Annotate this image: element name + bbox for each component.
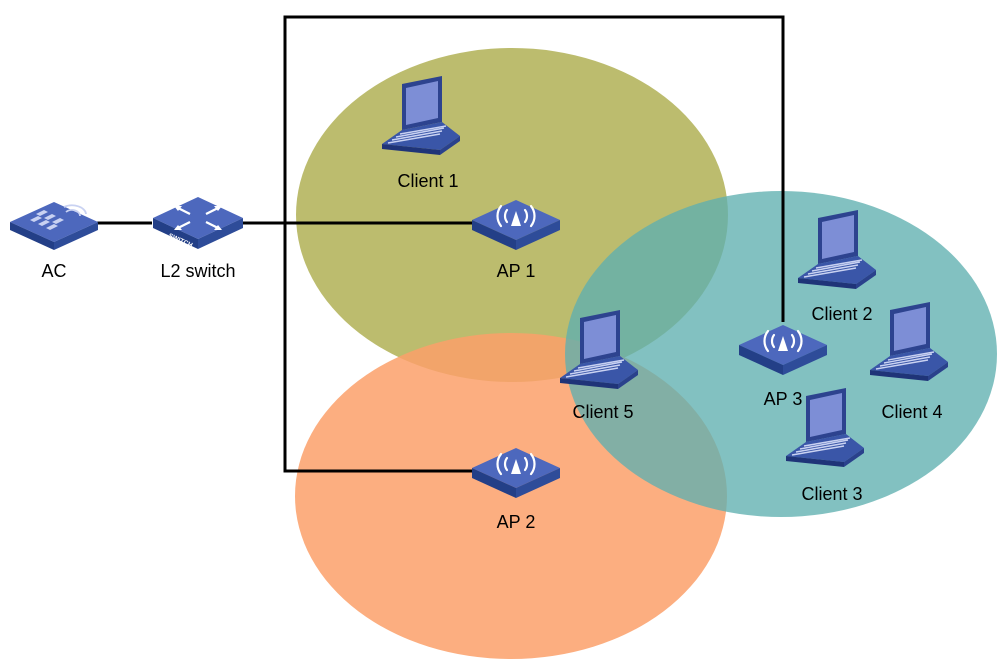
access-controller-icon[interactable] [10, 202, 98, 250]
client5-label: Client 5 [572, 402, 633, 422]
ac-label: AC [41, 261, 66, 281]
ap3-label: AP 3 [764, 389, 803, 409]
client1-label: Client 1 [397, 171, 458, 191]
ap2-label: AP 2 [497, 512, 536, 532]
switch-icon[interactable]: SWITCH [153, 197, 243, 249]
link-switch-ap2 [283, 223, 472, 473]
client4-label: Client 4 [881, 402, 942, 422]
ap1-label: AP 1 [497, 261, 536, 281]
link-switch-ap3 [283, 15, 785, 322]
network-links [97, 15, 785, 473]
client3-label: Client 3 [801, 484, 862, 504]
client2-label: Client 2 [811, 304, 872, 324]
switch-label: L2 switch [160, 261, 235, 281]
